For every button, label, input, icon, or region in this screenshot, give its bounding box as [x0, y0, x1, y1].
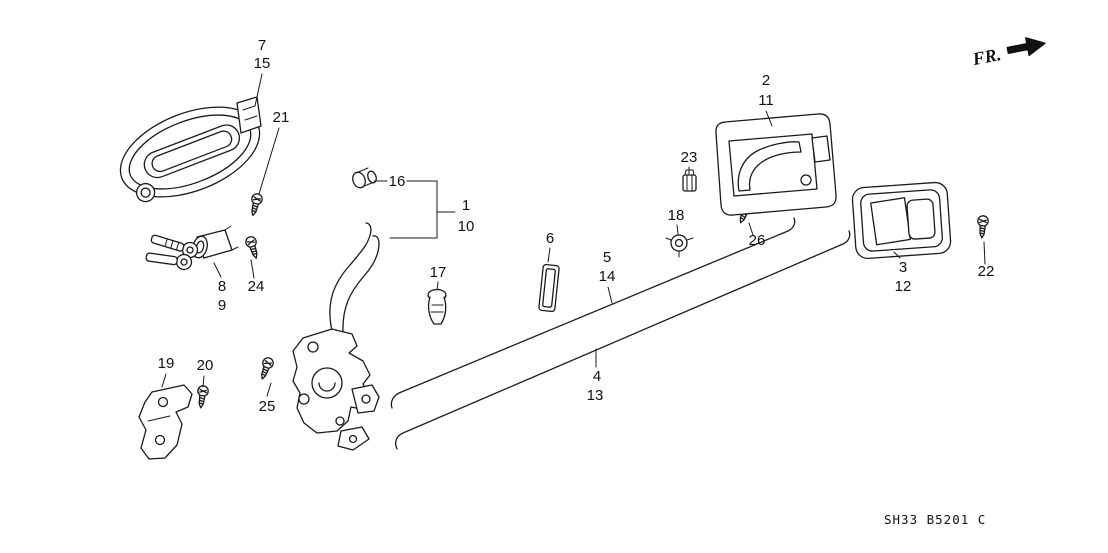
callout-11: 11	[758, 92, 774, 109]
callout-18: 18	[668, 207, 685, 224]
exterior-door-handle-drawing	[119, 96, 262, 203]
screw-25-drawing	[256, 355, 276, 382]
latch-rods-drawing	[329, 222, 380, 334]
door-keys-drawing	[145, 234, 199, 271]
screw-22-drawing	[975, 214, 990, 239]
bracket-19-drawing	[138, 384, 193, 460]
callout-5: 5	[603, 249, 611, 266]
callout-9: 9	[218, 297, 226, 314]
callout-3: 3	[899, 259, 907, 276]
callout-23: 23	[681, 149, 698, 166]
fr-label: FR.	[970, 44, 1003, 69]
lock-rod-4-13-drawing	[395, 230, 851, 450]
callout-10: 10	[458, 218, 475, 235]
callout-4: 4	[593, 368, 601, 385]
rod-holder-6-drawing	[538, 263, 560, 313]
interior-handle-drawing	[715, 113, 837, 216]
diagram-code: SH33 B5201 C	[884, 512, 986, 527]
fr-direction-indicator: FR.	[970, 37, 1046, 69]
screw-24-drawing	[243, 234, 262, 261]
fr-arrow-icon	[1006, 37, 1046, 57]
callout-24: 24	[248, 278, 265, 295]
lock-rod-5-14-drawing	[390, 217, 796, 409]
callout-8: 8	[218, 278, 226, 295]
clip-18-drawing	[665, 234, 694, 258]
callout-17: 17	[430, 264, 447, 281]
callout-14: 14	[599, 268, 616, 285]
clip-17-drawing	[427, 288, 447, 325]
clip-16-drawing	[352, 167, 377, 189]
callout-6: 6	[546, 230, 554, 247]
callout-19: 19	[158, 355, 175, 372]
door-lock-cylinder-drawing	[192, 225, 239, 259]
callout-15: 15	[254, 55, 271, 72]
leader-lines	[161, 73, 986, 397]
callout-21: 21	[273, 109, 290, 126]
callout-20: 20	[197, 357, 214, 374]
screw-21-drawing	[247, 192, 264, 218]
callout-12: 12	[895, 278, 912, 295]
callout-7: 7	[258, 37, 266, 54]
callout-22: 22	[978, 263, 995, 280]
clip-23-drawing	[682, 169, 697, 192]
handle-bezel-drawing	[851, 181, 952, 260]
callout-1: 1	[462, 197, 470, 214]
callout-labels: 7 15 21 16 1 10 2 11 23 18 26 3 12 22 6 …	[158, 37, 995, 415]
callout-26: 26	[749, 232, 766, 249]
callout-16: 16	[389, 173, 406, 190]
callout-25: 25	[259, 398, 276, 415]
callout-2: 2	[762, 72, 770, 89]
screw-20-drawing	[194, 384, 210, 410]
door-latch-drawing	[292, 328, 380, 451]
callout-13: 13	[587, 387, 604, 404]
